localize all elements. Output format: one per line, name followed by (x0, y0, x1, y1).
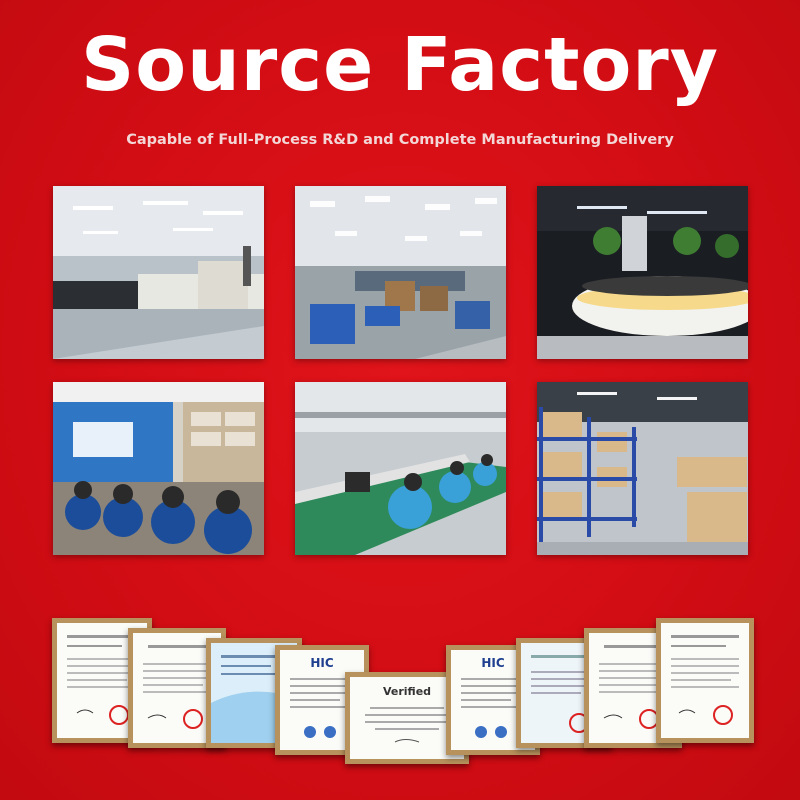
hic-logo-text: HIC (310, 656, 334, 670)
smt-production-line-photo (53, 186, 264, 359)
hic-logo-text-right: HIC (481, 656, 505, 670)
assembly-line-workers-photo (295, 382, 506, 555)
page-title: Source Factory (80, 22, 720, 108)
showroom-reception-photo (537, 186, 748, 359)
warehouse-workshop-photo (295, 186, 506, 359)
verified-label: Verified (382, 685, 432, 698)
training-meeting-room-photo (53, 382, 264, 555)
storage-shelves-photo (537, 382, 748, 555)
certificate-frame-9 (656, 618, 754, 743)
page-subtitle: Capable of Full-Process R&D and Complete… (126, 132, 674, 148)
